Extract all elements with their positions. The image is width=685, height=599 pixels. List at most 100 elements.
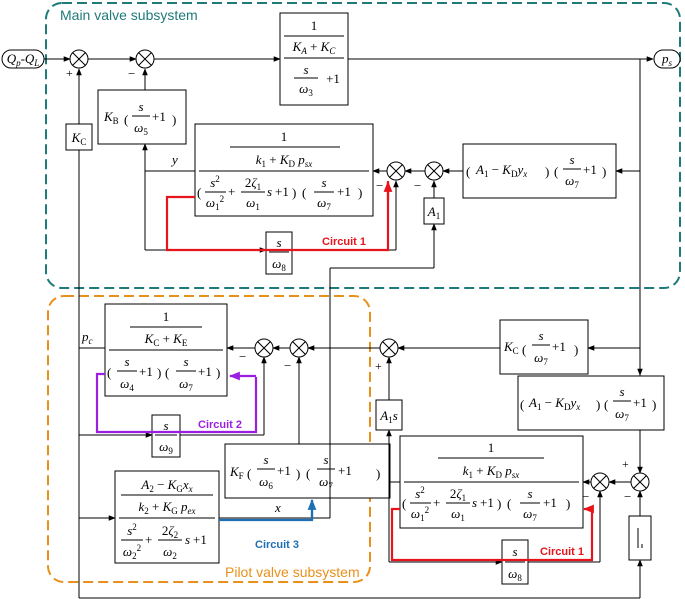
sign-minus-pilot-right: − [624,489,631,504]
svg-text:+1: +1 [198,364,212,379]
svg-text:): ) [358,185,362,200]
input-signal-label: Qp-QL [7,51,40,68]
svg-text:(: ( [302,185,306,200]
sign-minus-pilot-gain: − [239,349,246,364]
main-valve-subsystem-border [45,2,681,289]
sign-plus-input: + [66,66,73,80]
svg-text:): ) [652,397,656,412]
svg-text:s: s [263,452,268,467]
circuit3-label: Circuit 3 [255,539,299,551]
kc-left-block: KC [65,123,93,151]
circuit3-loop [219,500,314,522]
svg-text:): ) [296,466,300,481]
svg-text:+1: +1 [277,463,291,478]
svg-text:+1: +1 [583,162,597,177]
output-terminal [653,49,681,69]
pilot-spool-block: 1 k1 + KD psx ( s2 ω12 + 2ζ1 ω1 s +1 ) (… [399,435,584,529]
svg-text:k1 + KD psx: k1 + KD psx [256,152,313,169]
svg-text:+: + [145,532,152,547]
svg-text:+1: +1 [543,495,557,510]
svg-text:): ) [216,365,220,380]
kb-feedback-block: KB ( s ω5 +1 ) [97,89,187,145]
svg-text:(: ( [466,164,470,179]
sign-minus-pilot-kf: − [284,358,291,373]
svg-text:ω12: ω12 [411,505,429,523]
main-right-block: ( A1 − KDyx ) ( s ω7 +1 ) [462,143,617,199]
svg-text:s: s [163,418,168,433]
svg-text:A2 − KGxx: A2 − KGxx [140,477,192,494]
svg-text:k2 + KG pex: k2 + KG pex [138,499,195,516]
svg-text:1: 1 [281,129,288,144]
sign-minus-a1: − [414,178,421,193]
main-gain-block: 1 KA + KC s ω3 +1 [279,12,349,106]
svg-text:+1: +1 [275,184,289,199]
sum-junction-input [69,49,89,69]
svg-text:+1: +1 [338,463,352,478]
svg-text:KC + KE: KC + KE [144,331,188,348]
svg-text:1: 1 [311,18,318,33]
svg-text:): ) [292,185,296,200]
svg-text:): ) [545,164,549,179]
a1-small-block [628,515,652,561]
svg-text:ω22: ω22 [123,543,141,561]
svg-text:1: 1 [488,440,495,455]
svg-text:s: s [276,235,281,250]
svg-text:(: ( [402,496,406,511]
svg-text:): ) [497,496,501,511]
svg-text:+1: +1 [337,184,351,199]
svg-text:+1: +1 [552,339,566,354]
pilot-valve-subsystem-title: Pilot valve subsystem [225,564,360,580]
svg-text:): ) [602,164,606,179]
sum-junction-pilot-spool [590,472,610,492]
svg-text:+: + [228,184,235,199]
svg-text:s: s [185,532,190,547]
svg-text:s2: s2 [127,522,137,538]
output-signal-label: ps [661,51,673,68]
main-spool-block: 1 k1 + KD psx ( s2 ω12 + 2ζ1 ω1 s +1 ) (… [194,123,374,217]
svg-text:+1: +1 [633,395,647,410]
sign-minus-kb: − [128,66,135,81]
a1-main-block: A1 [423,197,445,225]
svg-text:(: ( [124,112,128,127]
svg-text:s: s [538,328,543,343]
svg-text:): ) [157,365,161,380]
svg-text:s: s [138,99,143,114]
main-valve-subsystem-title: Main valve subsystem [60,7,198,23]
svg-text:k1 + KD psx: k1 + KD psx [463,463,520,480]
svg-text:A1 − KDyx: A1 − KDyx [475,162,527,179]
signal-x-label: x [274,500,281,515]
sign-plus-pilot-right: + [622,457,629,471]
circuit2-label: Circuit 2 [198,419,242,431]
svg-text:(: ( [107,365,111,380]
s-omega9-block: s ω9 [151,414,181,458]
svg-text:+1: +1 [139,364,153,379]
svg-text:s: s [321,175,326,190]
svg-text:+1: +1 [152,109,166,124]
sum-junction-pilot-kf [289,338,309,358]
svg-text:(: ( [604,397,608,412]
svg-text:): ) [566,496,570,511]
circuit1-main-label: Circuit 1 [322,236,366,248]
circuit1-main-loop [165,181,390,252]
svg-text:): ) [376,466,380,481]
svg-text:s2: s2 [415,485,425,501]
svg-text:A1s: A1s [379,408,398,425]
svg-text:A1 − KDyx: A1 − KDyx [528,395,580,412]
svg-text:s2: s2 [210,174,220,190]
signal-pc-label: pc [81,329,93,346]
svg-text:+1: +1 [193,532,207,547]
svg-text:(: ( [522,342,526,357]
svg-text:s: s [267,184,272,199]
svg-text:s: s [303,62,308,77]
svg-text:): ) [596,397,600,412]
pilot-gain-block: 1 KC + KE ( s ω4 +1 ) ( s ω7 +1 ) [104,303,228,397]
sum-junction-a1 [424,161,444,181]
kf-block: KF ( s ω6 +1 ) ( s ω7 +1 ) [224,443,391,499]
svg-text:(: ( [306,466,310,481]
svg-text:s: s [472,495,477,510]
svg-text:s: s [124,354,129,369]
sum-junction-pilot-a1s [379,338,399,358]
svg-text:s: s [619,384,624,399]
